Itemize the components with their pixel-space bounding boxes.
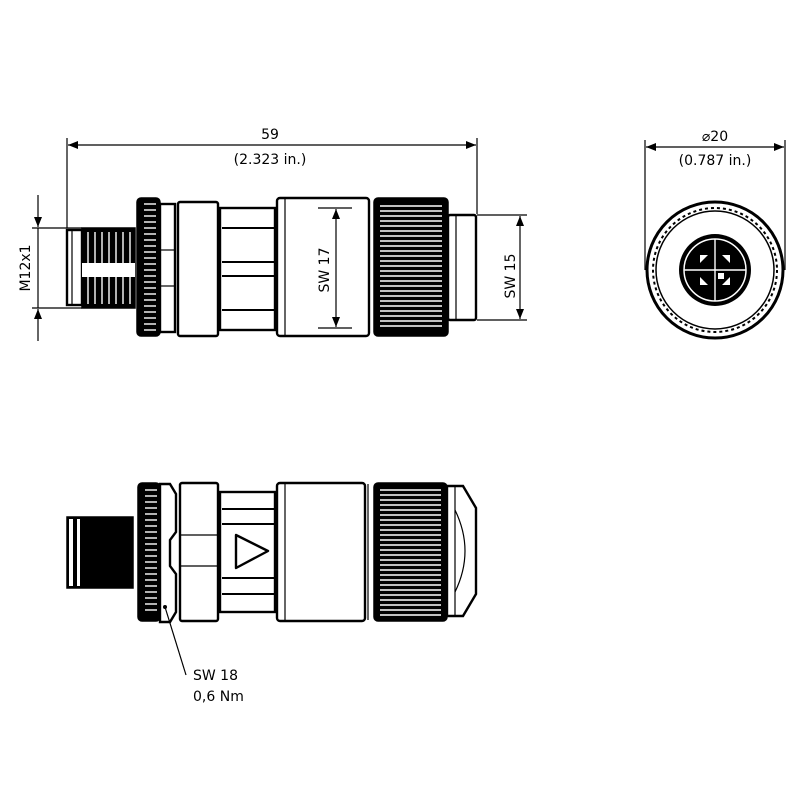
sw18-callout: SW 18 0,6 Nm <box>163 605 244 705</box>
thread-dimension: M12x1 <box>18 195 82 341</box>
knurled-nut-bottom <box>137 482 161 622</box>
sw18-label: SW 18 <box>193 668 238 684</box>
contact-pins <box>700 255 730 285</box>
ring <box>176 200 220 338</box>
end-view: ⌀20 (0.787 in.) <box>644 129 786 340</box>
diameter-in-label: (0.787 in.) <box>679 153 752 169</box>
thread-label: M12x1 <box>18 244 34 291</box>
diameter-label: ⌀20 <box>702 129 728 145</box>
cable-gland <box>445 484 478 618</box>
torque-label: 0,6 Nm <box>193 689 244 705</box>
length-in-label: (2.323 in.) <box>234 152 307 168</box>
knurled-housing-bottom <box>373 482 448 622</box>
hex-nut <box>178 481 220 623</box>
side-view-top: 59 (2.323 in.) M12x1 <box>18 127 527 341</box>
side-view-bottom: SW 18 0,6 Nm <box>66 481 478 705</box>
sleeve <box>275 196 371 338</box>
length-mm-label: 59 <box>261 127 279 143</box>
sw15-label: SW 15 <box>503 254 519 299</box>
sw17-label: SW 17 <box>317 248 333 293</box>
thread <box>81 227 136 309</box>
knurled-nut <box>136 197 161 337</box>
cable-end <box>446 213 478 322</box>
plug-face <box>65 228 84 307</box>
length-dimension: 59 (2.323 in.) <box>66 127 478 228</box>
knurled-housing <box>373 197 449 337</box>
direction-triangle-icon <box>234 533 270 570</box>
sw15-dimension: SW 15 <box>477 214 527 321</box>
sw17-dimension: SW 17 <box>317 207 352 329</box>
sleeve-bottom <box>275 481 367 623</box>
hex-flange <box>158 202 177 334</box>
body-bottom <box>218 490 277 614</box>
body <box>218 206 277 332</box>
